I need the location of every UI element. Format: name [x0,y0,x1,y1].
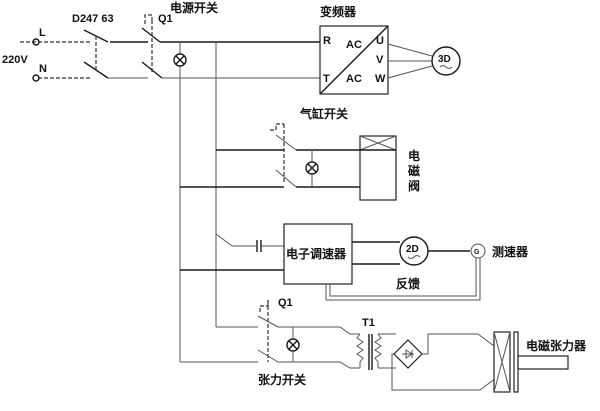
wire [387,65,433,79]
switch-actuator [144,14,153,24]
tension-switch-label: 张力开关 [258,372,306,387]
speed-controller-label: 电子调速器 [286,246,347,261]
q1-contact-top [141,27,161,43]
solenoid-valve: 电 磁 阀 [359,135,420,201]
speed-controller: 电子调速器 [283,223,353,285]
inverter-ac-bottom: AC [346,73,362,85]
cylinder-switch-label: 气缸开关 [299,106,348,121]
feedback-wire-outer [329,258,477,297]
cylinder-actuator [270,123,284,131]
solenoid-coil [359,135,397,151]
inverter: 变频器 R AC U V T AC W [319,4,389,95]
solenoid-label-3: 阀 [408,179,420,193]
breaker: D247 63 [72,13,148,79]
power-switch-ref: Q1 [158,13,173,25]
coil-cross [493,331,511,393]
lamp-cross [288,340,298,350]
inverter-diagonal [319,25,389,95]
inverter-r: R [323,35,331,47]
tachometer-circle [470,243,486,259]
breaker-label: D247 63 [72,13,114,25]
tachometer: G 测速器 [470,243,529,259]
supply-voltage: 220V [2,54,28,66]
feedback-label: 反馈 [396,276,420,291]
rectifier-bridge [393,339,423,369]
tension-device: 电磁张力器 [493,331,587,393]
motor-2d: 2D [399,236,429,266]
primary-coil [356,333,364,368]
cylinder-switch[interactable]: 气缸开关 [270,106,348,188]
wire [278,326,360,335]
inverter-u: U [376,35,384,47]
tension-switch-ref: Q1 [278,297,293,309]
supply-terminals: L N 220V [2,27,90,82]
wire [387,43,433,57]
inverter-ac-top: AC [346,39,362,51]
tachometer-label: 测速器 [492,244,529,259]
wire [422,333,495,355]
ac-symbol-icon [407,255,421,259]
ac-symbol-icon [439,65,453,69]
terminal-l [32,38,40,46]
inverter-v: V [376,54,384,66]
tension-switch[interactable]: Q1 张力开关 [257,297,306,387]
inverter-t: T [323,73,330,85]
wire [278,361,360,369]
secondary-coil [374,333,382,368]
feedback-wire-inner [325,258,481,301]
inverter-title: 变频器 [320,4,357,19]
label-n: N [39,63,47,75]
tachometer-symbol: G [474,249,480,256]
label-l: L [39,27,46,39]
motor-3d-circle [431,46,461,76]
motor-2d-label: 2D [406,244,419,255]
lamp-cross [175,55,185,65]
cylinder-contact-top [275,134,297,151]
lamp-cross [307,163,317,173]
terminal-n [32,74,40,82]
transformer: T1 [356,317,382,370]
tension-contact-bottom [257,349,279,363]
motor-3d: 3D [431,46,461,76]
tension-contact-top [257,315,279,328]
inverter-w: W [375,73,386,85]
transformer-label: T1 [362,317,375,329]
cylinder-contact-bottom [275,169,297,188]
solenoid-label-2: 磁 [407,163,420,178]
power-switch[interactable]: Q1 电源开关 [141,0,218,79]
wire [391,353,497,391]
tension-shaft [517,355,569,370]
tension-actuator [259,300,269,312]
speed-controller-box [283,223,353,285]
solenoid-label-1: 电 [408,148,420,163]
power-switch-label: 电源开关 [170,0,218,15]
switch-contact [215,233,233,247]
tension-device-label: 电磁张力器 [526,338,587,353]
solenoid-box [359,135,397,201]
diode [405,349,413,359]
motor-3d-label: 3D [438,54,451,65]
